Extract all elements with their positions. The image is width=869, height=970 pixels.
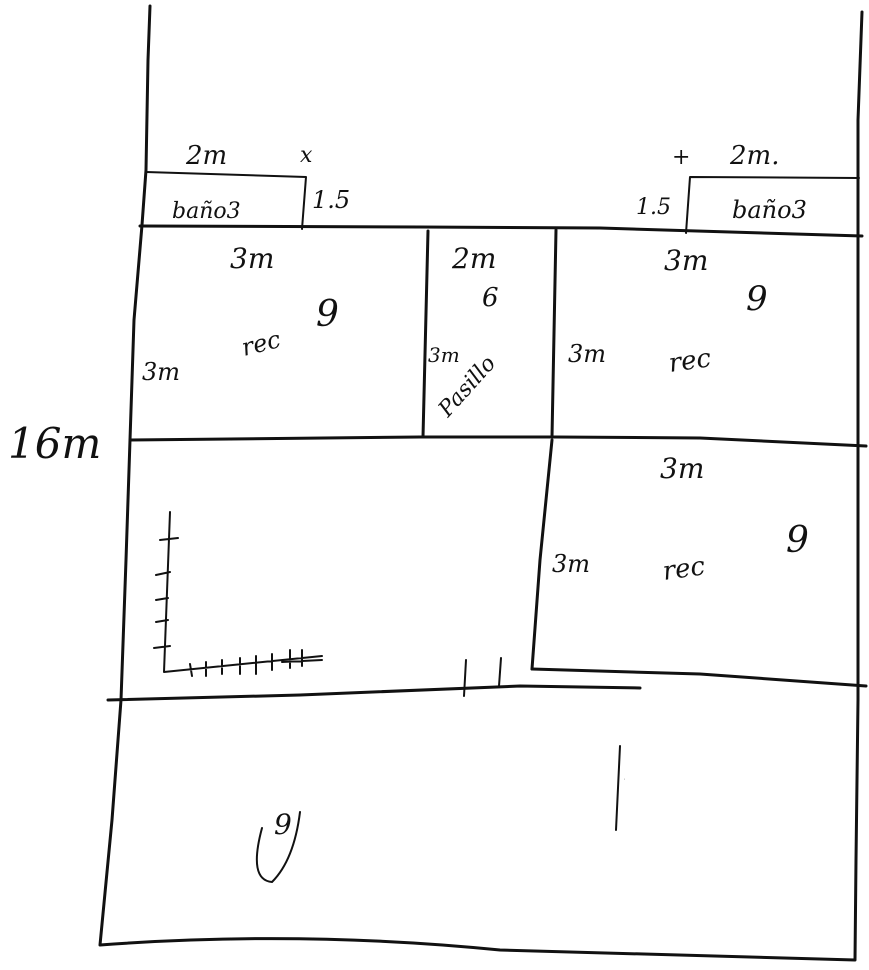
room-bottom-right-depth: 3m <box>552 550 590 578</box>
corridor-area: 6 <box>482 283 499 313</box>
corridor-width: 2m <box>451 242 496 275</box>
corridor-right-wall <box>550 228 558 439</box>
room-top-right-depth: 3m <box>568 340 606 368</box>
corridor-depth: 3m <box>428 343 460 367</box>
wall-middle <box>128 435 868 448</box>
wall-under-bathrooms <box>138 224 864 238</box>
room-bottom-right-area: 9 <box>786 520 809 561</box>
outer-boundary <box>98 4 864 962</box>
room-top-right-name: rec <box>667 343 714 379</box>
bath-left-outline <box>145 171 307 230</box>
bath-left-width: 2m <box>185 141 227 171</box>
stair-sketch <box>153 511 323 677</box>
bottom-right-mark: l <box>624 779 625 781</box>
room-top-left-depth: 3m <box>142 358 180 386</box>
bath-left-name: baño3 <box>172 199 241 224</box>
bath-right-mark: + <box>672 145 690 170</box>
door-tick-2 <box>498 657 502 687</box>
bath-right-outline <box>685 176 860 234</box>
room-top-left-area: 9 <box>316 294 339 335</box>
room-top-left-name: rec <box>239 325 284 362</box>
bath-left-mark: x <box>300 143 313 168</box>
wall-lower-divider <box>106 684 642 702</box>
bottom-left-mark: 9 <box>274 808 292 841</box>
room-bottom-right-width: 3m <box>660 452 704 485</box>
corridor-left-wall <box>421 229 430 439</box>
bath-right-name: baño3 <box>732 196 807 224</box>
bottom-line-mark <box>615 745 621 831</box>
bath-right-depth: 1.5 <box>636 195 671 220</box>
total-height-label: 16m <box>8 419 101 468</box>
bottom-curve-mark <box>255 811 301 883</box>
room-top-right-area: 9 <box>746 279 768 319</box>
bath-right-width: 2m. <box>729 141 779 171</box>
lower-right-room-bottom <box>530 667 868 688</box>
room-top-left-width: 3m <box>230 242 274 275</box>
lower-right-room-wall <box>530 438 554 671</box>
room-bottom-right-name: rec <box>661 551 708 587</box>
room-top-right-width: 3m <box>664 244 708 277</box>
door-tick-1 <box>463 659 467 697</box>
bath-left-depth: 1.5 <box>312 186 350 214</box>
